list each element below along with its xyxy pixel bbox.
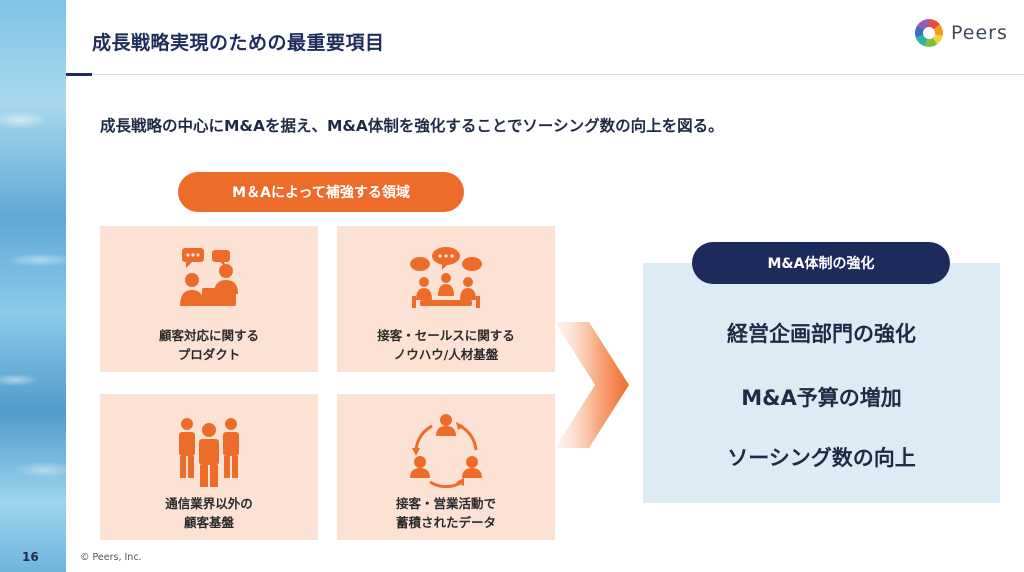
card-customer-support-product: 顧客対応に関する プロダクト [100,226,318,372]
company-logo: Peers [915,18,1008,48]
card-accumulated-data: 接客・営業活動で 蓄積されたデータ [337,394,555,540]
card-label: 顧客対応に関する プロダクト [158,328,259,362]
card-non-telecom-customer-base: 通信業界以外の 顧客基盤 [100,394,318,540]
panel-item: 経営企画部門の強化 [727,322,916,346]
reinforcement-areas-pill: M＆Aによって補強する領域 [178,172,464,212]
ma-structure-pill: M&A体制の強化 [692,242,950,284]
customer-support-icon [180,248,238,306]
decorative-sea-strip [0,0,66,572]
meeting-discussion-icon [410,247,482,308]
customer-group-icon [179,418,239,487]
logo-text: Peers [951,22,1008,44]
right-arrow-icon [555,322,629,448]
copyright: © Peers, Inc. [80,552,142,563]
logo-ring-icon [915,19,943,47]
card-label: 接客・セールスに関する ノウハウ/人材基盤 [377,328,515,362]
panel-item: ソーシング数の向上 [727,446,916,470]
lead-statement: 成長戦略の中心にM&Aを据え、M&A体制を強化することでソーシング数の向上を図る… [100,117,724,135]
data-cycle-icon [410,414,482,488]
title-divider [66,73,1024,76]
card-sales-knowhow: 接客・セールスに関する ノウハウ/人材基盤 [337,226,555,372]
panel-item: M&A予算の増加 [741,386,902,410]
page-number: 16 [22,550,39,564]
ma-structure-panel [643,263,1000,503]
page-title: 成長戦略実現のための最重要項目 [92,32,385,54]
card-label: 通信業界以外の 顧客基盤 [165,496,253,530]
card-label: 接客・営業活動で 蓄積されたデータ [395,496,496,530]
